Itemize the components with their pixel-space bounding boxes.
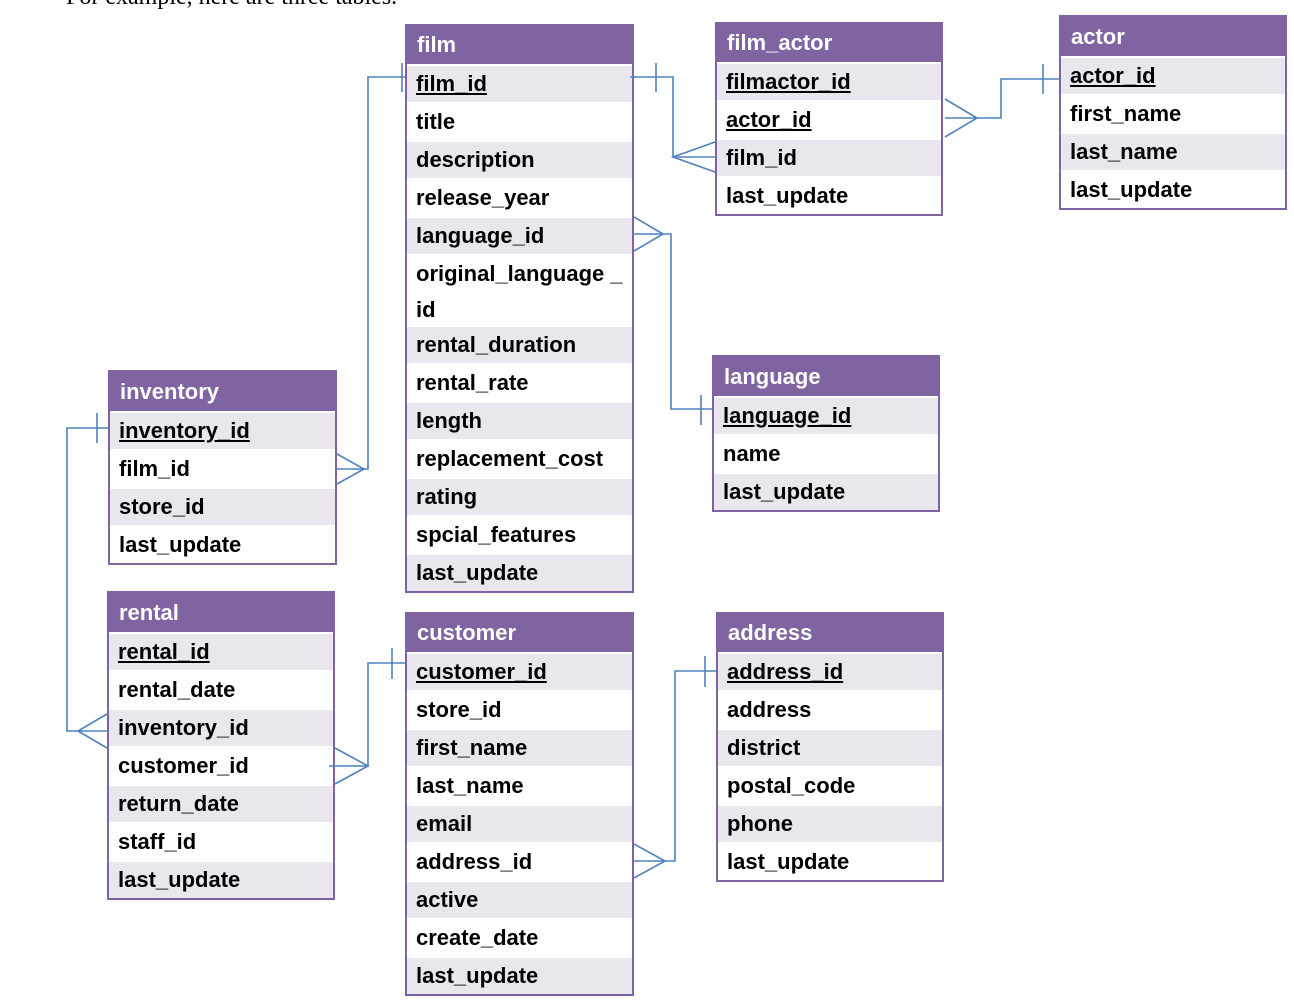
table-row: description (407, 140, 632, 178)
table-row: first_name (1061, 94, 1285, 132)
table-film: film film_id title description release_y… (405, 24, 634, 593)
table-row: active (407, 880, 632, 918)
table-inventory: inventory inventory_id film_id store_id … (108, 370, 337, 565)
table-row: actor_id (1061, 56, 1285, 94)
table-row: last_update (714, 472, 938, 510)
table-row: address_id (718, 652, 942, 690)
table-row: original_language _id (407, 254, 632, 325)
table-row: title (407, 102, 632, 140)
table-row: address_id (407, 842, 632, 880)
table-header: film_actor (717, 24, 941, 62)
table-row: release_year (407, 178, 632, 216)
table-row: last_update (717, 176, 941, 214)
table-row: inventory_id (110, 411, 335, 449)
connector-line (630, 76, 715, 158)
rel-film-filmactor (630, 63, 716, 173)
rel-actor-filmactor (944, 64, 1059, 138)
crowfoot (76, 713, 108, 749)
table-row: replacement_cost (407, 439, 632, 477)
crowfoot (944, 98, 979, 138)
table-header: address (718, 614, 942, 652)
table-row: last_update (1061, 170, 1285, 208)
table-row: first_name (407, 728, 632, 766)
table-row: address (718, 690, 942, 728)
table-row: spcial_features (407, 515, 632, 553)
connector-line (329, 662, 405, 767)
crowfoot (336, 453, 366, 485)
table-row: rental_rate (407, 363, 632, 401)
table-header: rental (109, 593, 333, 632)
table-row: actor_id (717, 100, 941, 138)
table-row: last_name (407, 766, 632, 804)
table-row: film_id (407, 64, 632, 102)
table-row: film_id (110, 449, 335, 487)
table-row: return_date (109, 784, 333, 822)
connector-line (945, 78, 1059, 119)
crowfoot (633, 216, 665, 252)
connector-line (337, 76, 405, 470)
table-row: last_update (407, 956, 632, 994)
table-address: address address_id address district post… (716, 612, 944, 882)
table-row: rental_date (109, 670, 333, 708)
table-row: store_id (407, 690, 632, 728)
table-header: inventory (110, 372, 335, 411)
table-row: last_name (1061, 132, 1285, 170)
table-header: actor (1061, 17, 1285, 56)
table-row: inventory_id (109, 708, 333, 746)
table-row: last_update (109, 860, 333, 898)
rel-film-inventory (336, 63, 405, 485)
table-row: customer_id (407, 652, 632, 690)
table-row: email (407, 804, 632, 842)
table-customer: customer customer_id store_id first_name… (405, 612, 634, 996)
table-row: store_id (110, 487, 335, 525)
table-row: customer_id (109, 746, 333, 784)
table-row: language_id (407, 216, 632, 254)
table-row: phone (718, 804, 942, 842)
table-header: customer (407, 614, 632, 652)
table-row: rating (407, 477, 632, 515)
connector-line (634, 670, 716, 862)
table-row: name (714, 434, 938, 472)
connector-line (634, 233, 712, 410)
table-row: language_id (714, 396, 938, 434)
table-header: film (407, 26, 632, 64)
table-row: last_update (718, 842, 942, 880)
table-row: staff_id (109, 822, 333, 860)
table-row: rental_id (109, 632, 333, 670)
connector-line (66, 427, 108, 732)
table-row: length (407, 401, 632, 439)
table-row: district (718, 728, 942, 766)
crowfoot (633, 843, 667, 879)
table-row: last_update (407, 553, 632, 591)
table-row: rental_duration (407, 325, 632, 363)
table-row: last_update (110, 525, 335, 563)
table-actor: actor actor_id first_name last_name last… (1059, 15, 1287, 210)
table-row: filmactor_id (717, 62, 941, 100)
table-row: postal_code (718, 766, 942, 804)
table-header: language (714, 357, 938, 396)
rel-inventory-rental (66, 413, 108, 749)
rel-customer-rental (329, 648, 405, 785)
table-rental: rental rental_id rental_date inventory_i… (107, 591, 335, 900)
table-row: create_date (407, 918, 632, 956)
crowfoot (670, 141, 716, 173)
crowfoot (334, 747, 370, 785)
table-language: language language_id name last_update (712, 355, 940, 512)
rel-film-language (633, 216, 712, 425)
table-film-actor: film_actor filmactor_id actor_id film_id… (715, 22, 943, 216)
intro-text: For example, here are three tables. (66, 0, 397, 11)
rel-address-customer (633, 656, 716, 879)
table-row: film_id (717, 138, 941, 176)
